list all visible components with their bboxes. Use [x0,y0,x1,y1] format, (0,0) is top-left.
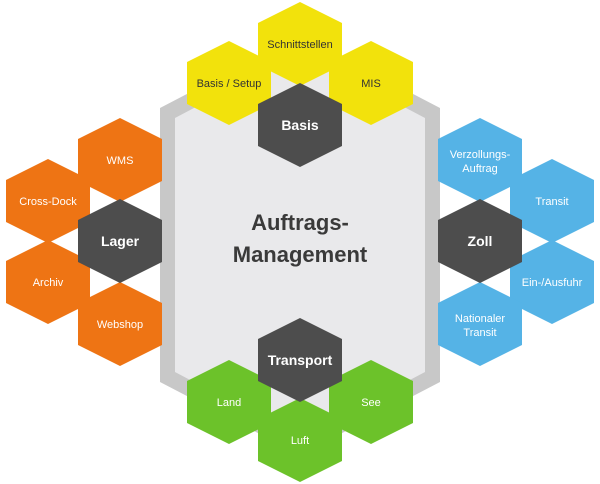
transport-hub[interactable] [258,318,342,402]
lager-item-wms[interactable] [78,118,162,202]
lager-cluster: WMS Cross-Dock Archiv Webshop Lager [6,118,162,366]
lager-item-cross-dock[interactable] [6,159,90,243]
basis-hub-label: Basis [281,117,319,133]
transport-item-land-label: Land [217,397,241,409]
transport-item-luft[interactable] [258,398,342,482]
lager-hub-label: Lager [101,233,140,249]
lager-item-webshop-label: Webshop [97,319,143,331]
zoll-item-transit-label: Transit [535,196,568,208]
zoll-item-verzollungs-label-1: Verzollungs- [450,149,511,161]
basis-item-setup-label: Basis / Setup [197,78,262,90]
transport-item-see[interactable] [329,360,413,444]
center-title-line-1: Auftrags- [251,210,349,235]
lager-item-archiv[interactable] [6,240,90,324]
basis-hub[interactable] [258,83,342,167]
transport-item-see-label: See [361,397,381,409]
zoll-cluster: Verzollungs- Auftrag Transit Ein-/Ausfuh… [438,118,594,366]
zoll-item-verzollungs-auftrag[interactable] [438,118,522,202]
transport-cluster: Land See Luft Transport [187,318,413,482]
basis-item-schnittstellen[interactable] [258,2,342,86]
basis-item-schnittstellen-label: Schnittstellen [267,39,332,51]
lager-item-webshop[interactable] [78,282,162,366]
zoll-item-nationaler-label-2: Transit [463,327,496,339]
zoll-item-ein-ausfuhr-label: Ein-/Ausfuhr [522,277,583,289]
transport-item-luft-label: Luft [291,435,309,447]
basis-item-mis-label: MIS [361,78,381,90]
zoll-hub-label: Zoll [468,233,493,249]
lager-hub[interactable] [78,199,162,283]
zoll-item-nationaler-label-1: Nationaler [455,313,505,325]
basis-item-mis[interactable] [329,41,413,125]
basis-cluster: Schnittstellen Basis / Setup MIS Basis [187,2,413,167]
zoll-item-ein-ausfuhr[interactable] [510,240,594,324]
lager-item-wms-label: WMS [107,155,134,167]
transport-hub-label: Transport [268,352,333,368]
center-title-line-2: Management [233,242,368,267]
lager-item-archiv-label: Archiv [33,277,64,289]
lager-item-cross-dock-label: Cross-Dock [19,196,77,208]
transport-item-land[interactable] [187,360,271,444]
zoll-item-verzollungs-label-2: Auftrag [462,163,497,175]
basis-item-setup[interactable] [187,41,271,125]
center-hexagon [175,52,425,438]
zoll-hub[interactable] [438,199,522,283]
zoll-item-nationaler-transit[interactable] [438,282,522,366]
zoll-item-transit[interactable] [510,159,594,243]
